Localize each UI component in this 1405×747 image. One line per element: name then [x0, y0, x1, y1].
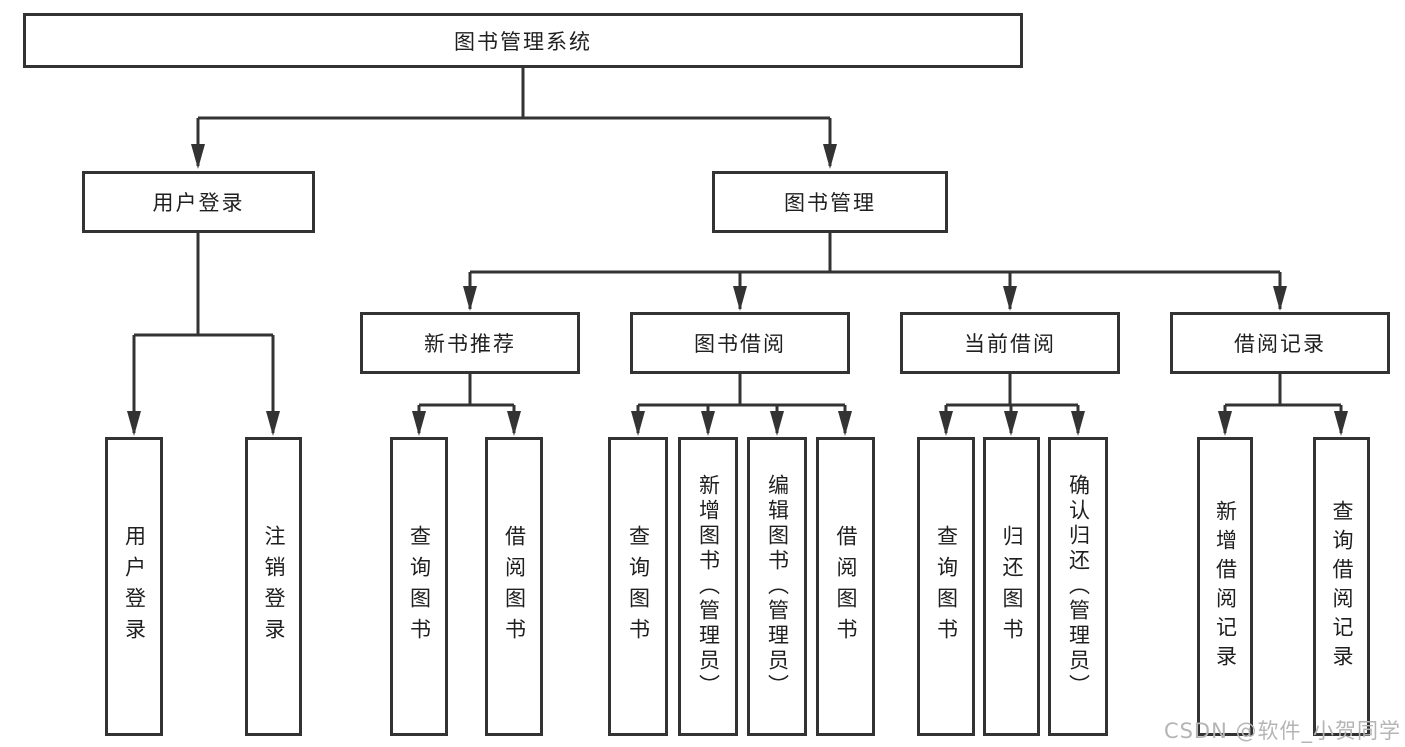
node-label: 新增借阅记录: [1213, 499, 1238, 674]
leaf-borrow-add-books-admin: 新增图书（管理员）: [678, 437, 738, 736]
arrow-down-icons: [127, 144, 1348, 436]
node-current-borrow: 当前借阅: [900, 312, 1120, 374]
leaf-borrow-edit-books-admin: 编辑图书（管理员）: [747, 437, 807, 736]
leaf-recommend-query-books: 查询图书: [390, 437, 448, 736]
csdn-watermark: CSDN @软件_小贺同学: [1163, 719, 1401, 743]
node-label: 编辑图书（管理员）: [765, 474, 790, 699]
node-label: 新书推荐: [424, 332, 516, 356]
node-label: 图书管理: [784, 191, 876, 215]
node-label: 注销登录: [262, 524, 286, 649]
leaf-current-confirm-return-admin: 确认归还（管理员）: [1048, 437, 1108, 736]
leaf-current-return-books: 归还图书: [983, 437, 1040, 736]
node-label: 当前借阅: [964, 332, 1056, 356]
leaf-current-query-books: 查询图书: [917, 437, 975, 736]
node-user-login-branch: 用户登录: [82, 171, 315, 233]
node-label: 借阅图书: [834, 524, 858, 649]
leaf-records-add-record: 新增借阅记录: [1197, 437, 1253, 736]
node-label: 图书管理系统: [454, 29, 592, 54]
node-new-book-recommend: 新书推荐: [360, 312, 580, 374]
node-label: 查询图书: [407, 524, 432, 649]
leaf-borrow-borrow-books: 借阅图书: [816, 437, 875, 736]
leaf-records-query-record: 查询借阅记录: [1313, 437, 1370, 736]
node-label: 借阅记录: [1234, 332, 1326, 356]
node-label: 归还图书: [1000, 524, 1024, 649]
leaf-logout: 注销登录: [245, 437, 302, 736]
node-label: 用户登录: [122, 524, 147, 649]
leaf-recommend-borrow-books: 借阅图书: [485, 437, 543, 736]
node-label: 用户登录: [152, 191, 245, 215]
node-borrow-records: 借阅记录: [1170, 312, 1390, 374]
node-label: 借阅图书: [502, 524, 527, 649]
tree-edges: [132, 66, 1343, 433]
node-label: 新增图书（管理员）: [696, 474, 721, 699]
node-book-borrow: 图书借阅: [630, 312, 850, 374]
node-label: 确认归还（管理员）: [1066, 474, 1091, 699]
node-label: 查询图书: [626, 524, 651, 649]
leaf-user-login: 用户登录: [105, 437, 163, 736]
node-book-management-branch: 图书管理: [712, 171, 948, 233]
leaf-borrow-query-books: 查询图书: [608, 437, 668, 736]
node-label: 图书借阅: [694, 332, 786, 356]
node-root-system: 图书管理系统: [23, 13, 1023, 68]
node-label: 查询图书: [934, 524, 959, 649]
node-label: 查询借阅记录: [1330, 499, 1354, 674]
